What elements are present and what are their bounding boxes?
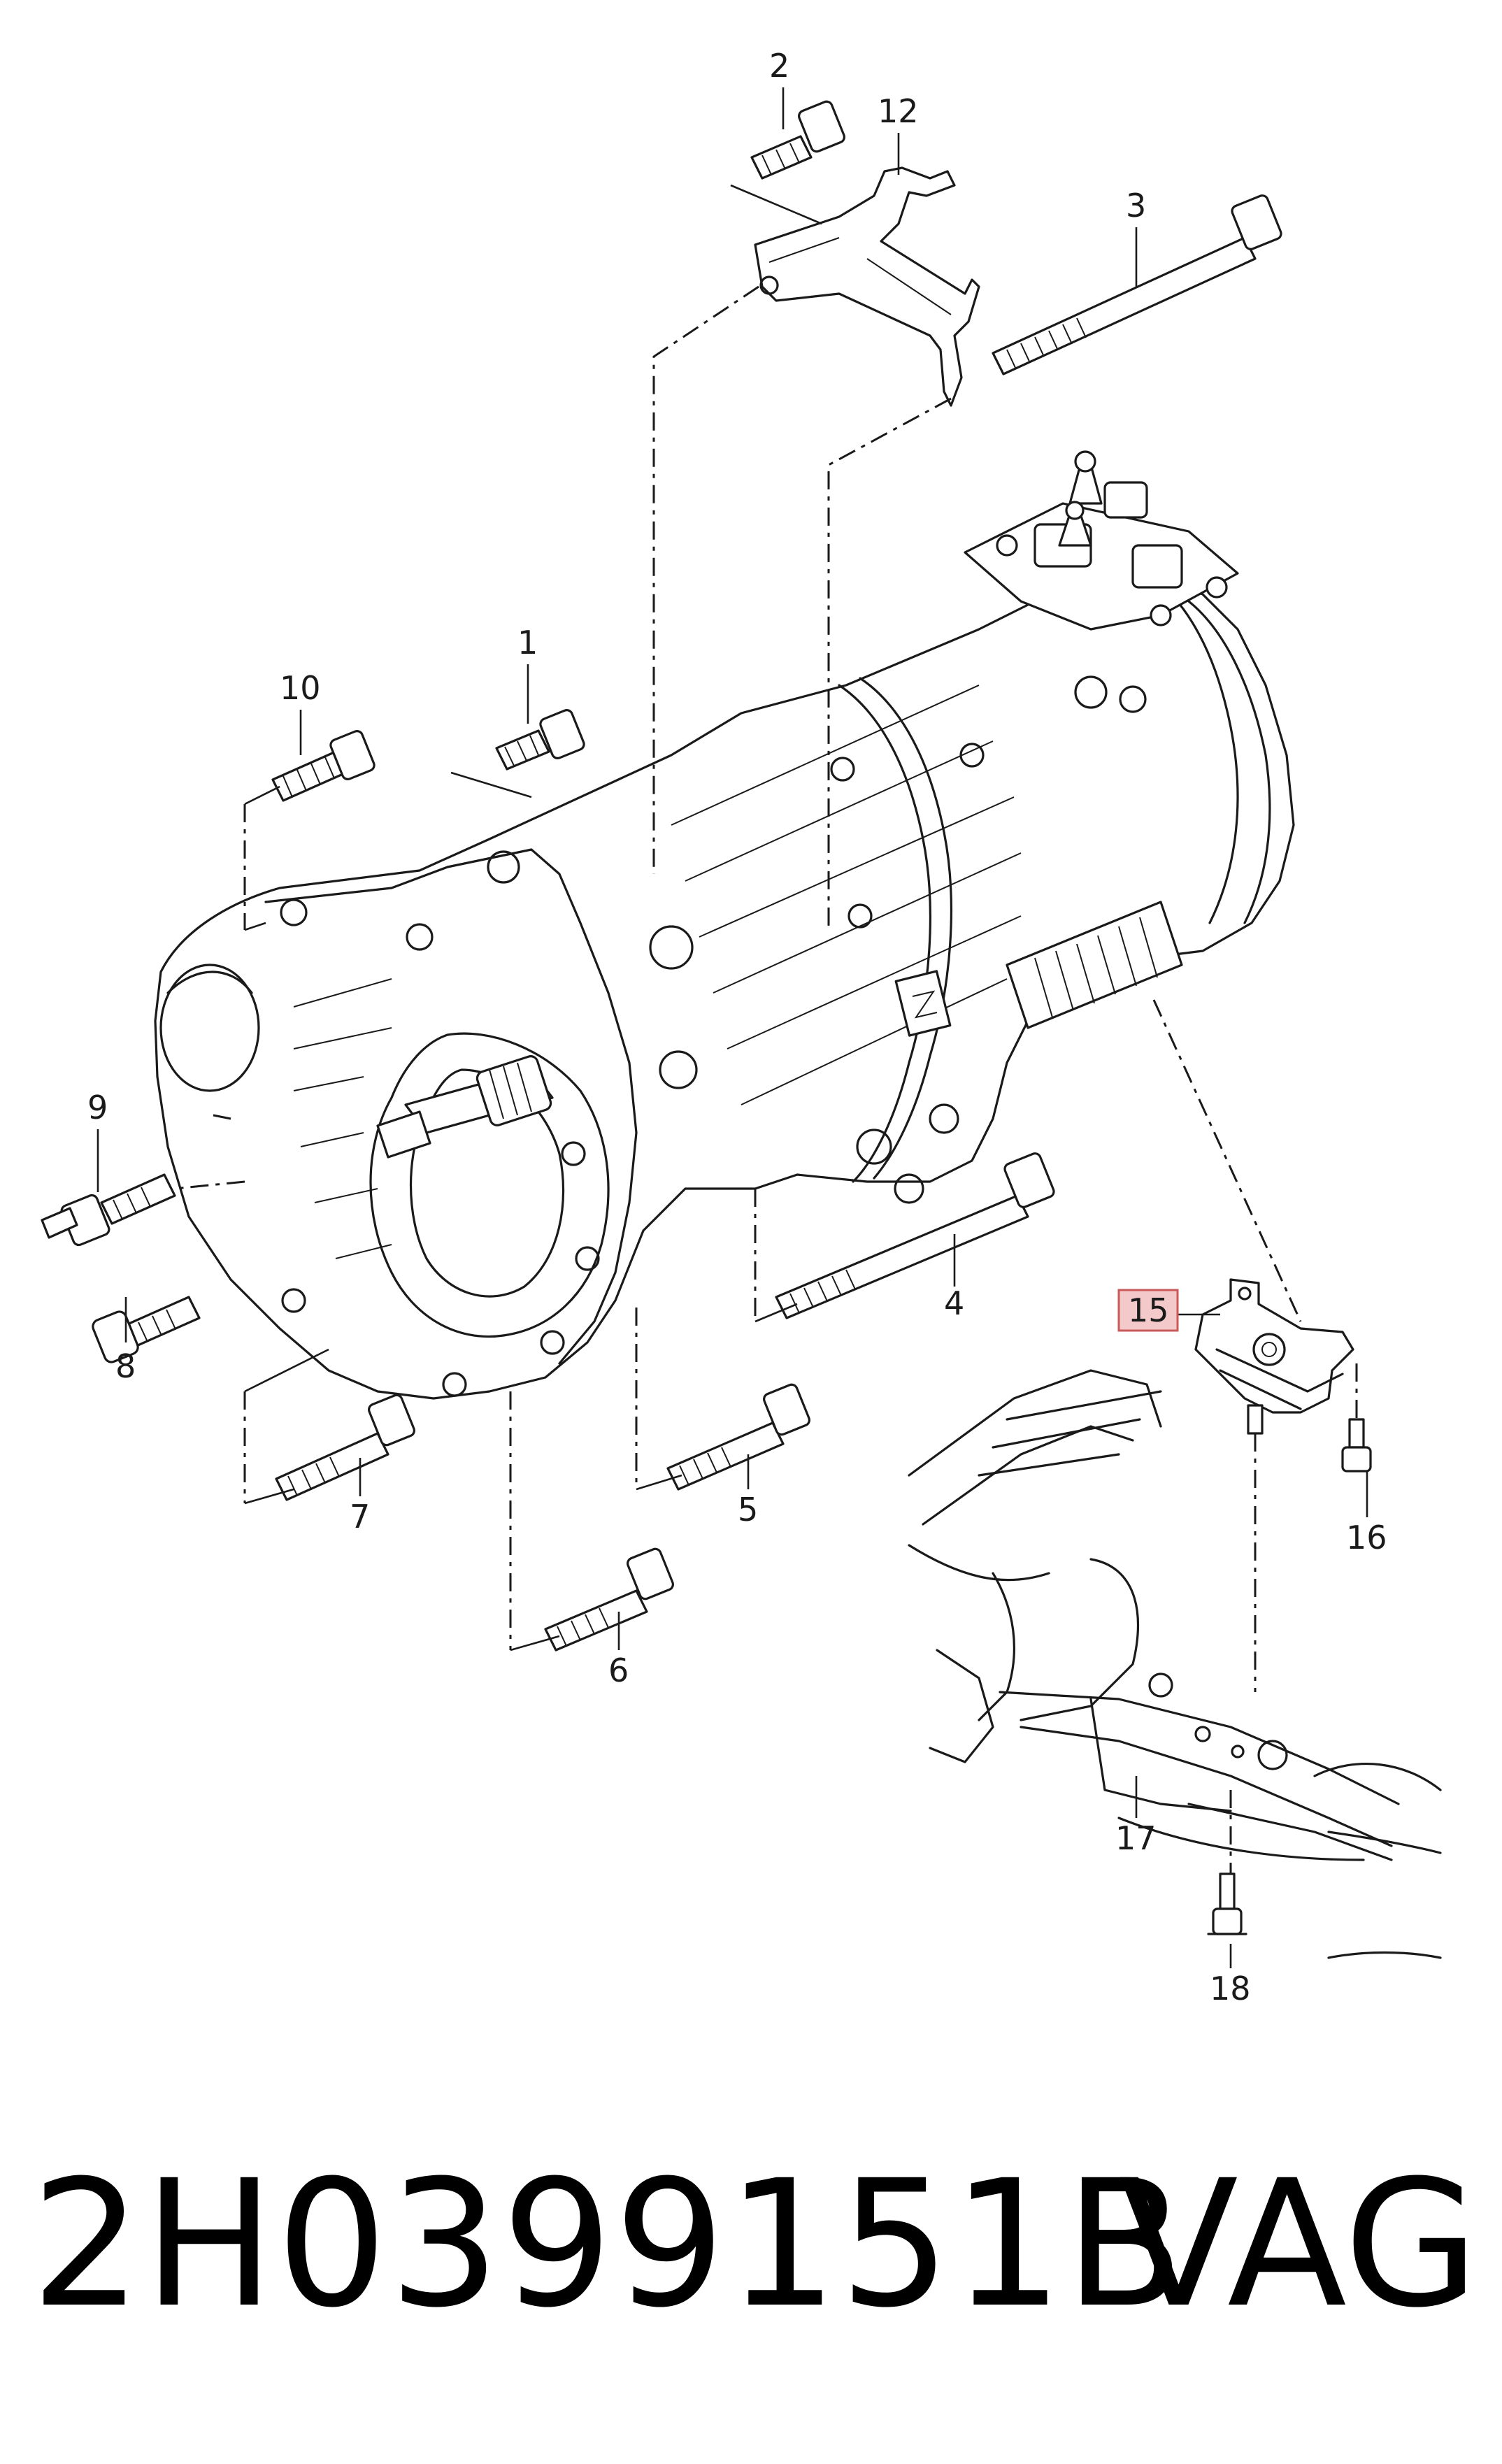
callout-2: 2 (769, 47, 789, 85)
mount-15 (1194, 1278, 1354, 1435)
bolt-16 (1341, 1418, 1372, 1473)
callout-15-highlight (1117, 1289, 1179, 1332)
bolt-1 (495, 709, 585, 771)
part-number: 2H0399151B (31, 2142, 1186, 2346)
bolt-5 (666, 1383, 810, 1491)
bolt-18 (1207, 1872, 1247, 1935)
callout-17: 17 (1115, 1819, 1157, 1857)
bolt-2 (750, 100, 845, 180)
bolt-7 (275, 1394, 415, 1501)
connector-lines (244, 184, 822, 1652)
callout-9: 9 (87, 1089, 108, 1126)
callout-15: 15 (1128, 1291, 1169, 1329)
bolt-3 (992, 194, 1282, 375)
bolt-4 (775, 1152, 1055, 1319)
bracket-12 (754, 166, 980, 407)
crossmember-17 (908, 1369, 1442, 1959)
callout-4: 4 (944, 1284, 964, 1322)
transmission-housing (154, 450, 1295, 1400)
callout-12: 12 (878, 92, 919, 130)
callout-6: 6 (608, 1652, 629, 1689)
callout-3: 3 (1126, 187, 1146, 224)
brand-name: VAG (1119, 2142, 1480, 2346)
callout-16: 16 (1346, 1519, 1387, 1556)
bolt-10 (271, 730, 376, 802)
callout-18: 18 (1210, 1970, 1251, 2007)
callout-leaders (96, 87, 1368, 1968)
bolt-8 (92, 1296, 201, 1363)
bolt-9 (41, 1173, 176, 1247)
callout-1: 1 (517, 624, 538, 661)
callout-8: 8 (115, 1347, 136, 1385)
callout-5: 5 (738, 1491, 758, 1528)
bolt-6 (544, 1547, 674, 1652)
callout-7: 7 (350, 1498, 370, 1535)
callout-10: 10 (280, 669, 321, 707)
assembly-lines (174, 285, 1358, 1874)
footer: 2H0399151B VAG (0, 2140, 1502, 2349)
